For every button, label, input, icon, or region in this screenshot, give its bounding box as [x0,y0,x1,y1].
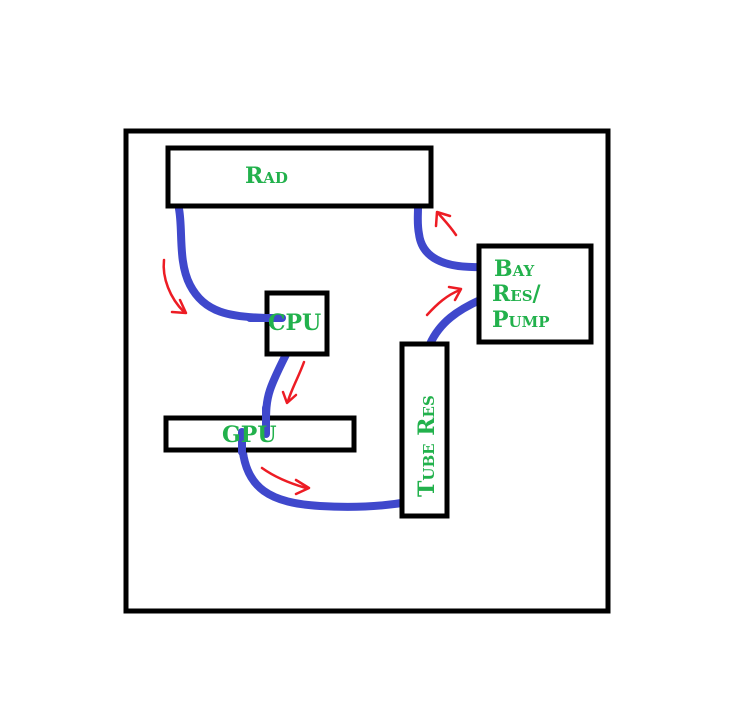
gpu-label: GPU [222,422,277,448]
flow-arrow-cpu-gpu [281,360,306,405]
tube-gpu-to-tube-res [238,438,412,511]
tube-res-label: Tube Res [414,395,440,497]
tubing-overlap [238,314,286,456]
tube-bay-to-rad [413,204,484,272]
tube-res-box [399,341,450,519]
pump-label: Pump [492,307,550,333]
flow-arrow-res-bay [425,285,463,317]
gpu-box [163,415,357,453]
flow-arrow-bay-rad [434,210,458,237]
flow-arrow-rad-cpu [162,258,188,315]
flow-arrows [162,210,463,496]
rad-box [165,145,434,209]
tube-rad-to-cpu [175,205,279,322]
bay-label: Bay [494,256,534,282]
flow-arrow-gpu-res [260,466,311,496]
res-label: Res/ [492,281,542,307]
cpu-label: CPU [268,310,321,336]
tube-tube-res-to-bay [426,296,484,348]
case-outline [123,128,611,614]
bay-res-pump-box [476,243,594,345]
rad-label: Rad [245,163,288,189]
cpu-box [264,290,330,357]
